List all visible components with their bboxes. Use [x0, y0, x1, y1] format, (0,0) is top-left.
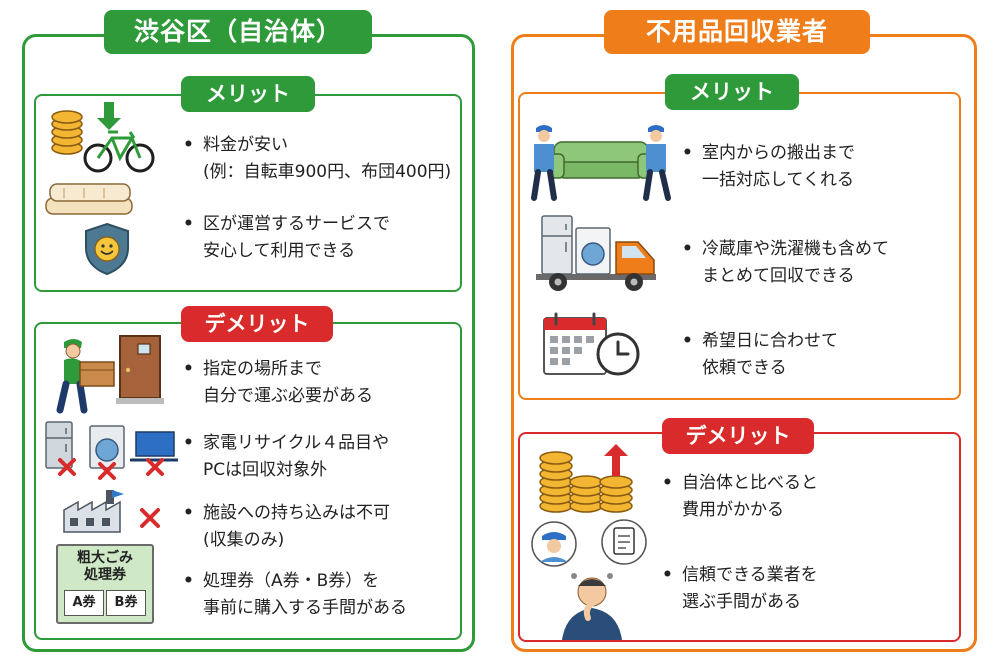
municipal-merit-item-2: • 区が運営するサービスで安心して利用できる: [183, 214, 390, 261]
thinking-person-icon: [531, 519, 647, 640]
collector-merit-item-1: • 室内からの搬出まで一括対応してくれる: [682, 143, 855, 190]
collector-demerit-label: デメリット: [662, 418, 814, 454]
factory-crossed-icon: [63, 490, 160, 533]
ticket-subtitle: 処理券: [84, 567, 126, 583]
truck-appliances-icon: [536, 215, 656, 291]
municipal-title: 渋谷区（自治体）: [104, 10, 372, 54]
collector-merit-item-3: • 希望日に合わせて依頼できる: [682, 331, 838, 378]
ticket-a: A券: [64, 590, 104, 616]
municipal-merit-label: メリット: [181, 76, 315, 112]
ticket-title: 粗大ごみ: [77, 550, 133, 566]
collector-merit-label: メリット: [665, 74, 799, 110]
municipal-demerit-item-3: • 施設への持ち込みは不可(収集のみ): [183, 503, 390, 550]
bicycle-icon: [83, 102, 155, 173]
coins-arrow-up-icon: [539, 444, 633, 513]
municipal-demerit-item-4: • 処理券（A券・B券）を事前に購入する手間がある: [183, 571, 407, 618]
municipal-demerit-item-1: • 指定の場所まで自分で運ぶ必要がある: [183, 359, 373, 406]
collector-title: 不用品回収業者: [604, 10, 870, 54]
futon-icon: [45, 183, 133, 215]
collector-merit-item-2: • 冷蔵庫や洗濯機も含めてまとめて回収できる: [682, 239, 889, 286]
person-carrying-box-icon: [56, 339, 115, 414]
ticket-b: B券: [106, 590, 146, 616]
municipal-merit-item-1: • 料金が安い(例：自転車900円、布団400円): [183, 135, 452, 182]
calendar-clock-icon: [543, 312, 640, 376]
municipal-demerit-label: デメリット: [181, 306, 333, 342]
ticket-icon: 粗大ごみ 処理券 A券 B券: [56, 544, 154, 624]
shield-smile-icon: [85, 222, 129, 276]
collector-demerit-item-1: • 自治体と比べると費用がかかる: [662, 473, 818, 520]
collector-demerit-item-2: • 信頼できる業者を選ぶ手間がある: [662, 565, 818, 612]
door-icon: [116, 335, 164, 404]
coins-icon: [51, 110, 83, 155]
appliances-crossed-icon: [45, 421, 178, 480]
movers-sofa-icon: [531, 125, 671, 201]
